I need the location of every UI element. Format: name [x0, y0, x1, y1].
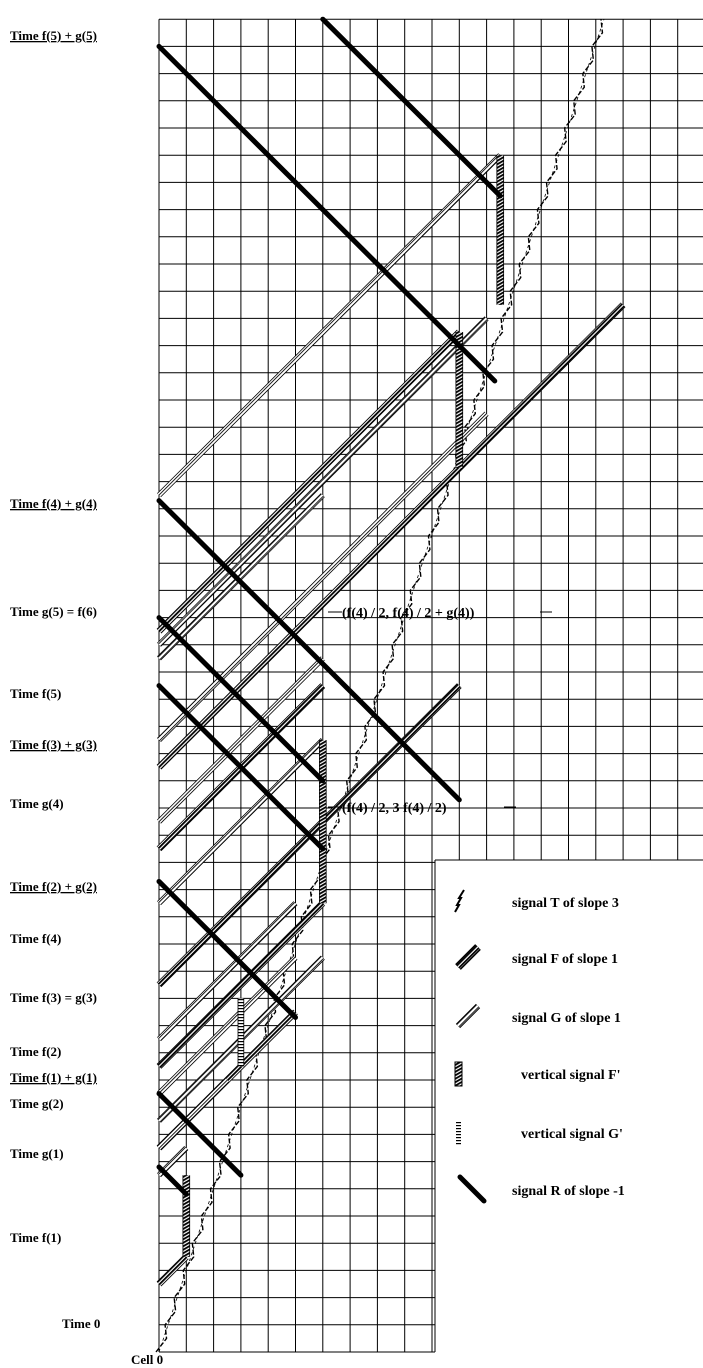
time-label-g2: Time g(2) — [10, 1096, 64, 1111]
signal-r-line — [156, 1091, 244, 1178]
signal-g-line — [157, 738, 325, 905]
legend-item-G: signal G of slope 1 — [455, 1003, 621, 1029]
time-label-g5f6: Time g(5) = f(6) — [10, 604, 97, 619]
time-label-f4: Time f(4) — [10, 931, 61, 946]
time-label-f1: Time f(1) — [10, 1230, 61, 1245]
signal-g-line — [157, 656, 325, 824]
legend-item-Fp: vertical signal F' — [454, 1061, 621, 1087]
signal-g-line — [157, 153, 502, 497]
signal-f-line — [157, 1255, 189, 1286]
signal-g-line — [157, 493, 325, 660]
annotation-lower-text: (f(4) / 2, 3 f(4) / 2) — [342, 801, 447, 816]
signal-f-line — [157, 330, 462, 633]
legend-label: vertical signal F' — [521, 1068, 621, 1083]
signal-g-line — [157, 412, 489, 742]
signal-r-line — [320, 16, 503, 199]
vertical-light-hatched-icon — [456, 1121, 461, 1145]
slope-minus-1-thick-icon — [457, 1174, 487, 1204]
time-label-f1g1: Time f(1) + g(1) — [10, 1070, 97, 1085]
time-label-g4: Time g(4) — [10, 796, 64, 811]
vertical-dense-hatched-icon — [454, 1061, 463, 1087]
signal-r-line — [156, 615, 326, 784]
legend-item-F: signal F of slope 1 — [455, 944, 618, 970]
legend-label: signal R of slope -1 — [512, 1184, 625, 1199]
legend-item-R: signal R of slope -1 — [457, 1174, 625, 1204]
time-label-f3g3eq: Time f(3) = g(3) — [10, 990, 97, 1005]
legend-box — [435, 860, 703, 1240]
slope-3-dashed-icon — [454, 889, 465, 913]
signal-r-line — [156, 498, 462, 803]
legend-item-T: signal T of slope 3 — [454, 889, 619, 913]
time-label-f4g4: Time f(4) + g(4) — [10, 496, 97, 511]
signal-t-line — [155, 19, 604, 1353]
slope-1-light-hatched-icon — [455, 1003, 481, 1029]
signal-g-line — [157, 901, 297, 1041]
time-label-g1: Time g(1) — [10, 1146, 64, 1161]
legend-label: signal T of slope 3 — [512, 896, 619, 911]
signals — [155, 16, 626, 1353]
signal-f-line — [157, 901, 325, 1069]
time-label-f2g2: Time f(2) + g(2) — [10, 879, 97, 894]
signal-r-line — [156, 878, 298, 1020]
time-label-f5g5: Time f(5) + g(5) — [10, 28, 97, 43]
legend-label: vertical signal G' — [521, 1127, 623, 1142]
annotation-lower: (f(4) / 2, 3 f(4) / 2) — [328, 801, 516, 816]
signal-f-line — [157, 303, 625, 769]
legend: signal T of slope 3 signal F of slope 1 si… — [454, 889, 625, 1204]
signal-r-line — [156, 683, 326, 852]
time-labels: Time f(5) + g(5) Time f(4) + g(4) Time g(5… — [10, 28, 100, 1331]
legend-label: signal F of slope 1 — [512, 952, 618, 967]
time-label-t0: Time 0 — [62, 1316, 100, 1331]
time-label-f2: Time f(2) — [10, 1044, 61, 1059]
signal-g-line — [157, 956, 297, 1096]
time-label-f3g3: Time f(3) + g(3) — [10, 737, 97, 752]
cell-0-label: Cell 0 — [131, 1352, 163, 1367]
annotation-upper-text: (f(4) / 2, f(4) / 2 + g(4)) — [342, 606, 475, 621]
legend-item-Gp: vertical signal G' — [456, 1121, 623, 1145]
signal-t-axis — [158, 19, 605, 1353]
signal-r-line — [156, 1164, 189, 1197]
annotation-upper: (f(4) / 2, f(4) / 2 + g(4)) — [328, 606, 552, 621]
time-label-f5: Time f(5) — [10, 686, 61, 701]
signal-r-line — [156, 43, 498, 384]
signal-g-line — [157, 316, 489, 647]
slope-1-dense-hatched-icon — [455, 944, 481, 970]
legend-label: signal G of slope 1 — [512, 1011, 621, 1026]
signal-g-line — [157, 1078, 229, 1150]
